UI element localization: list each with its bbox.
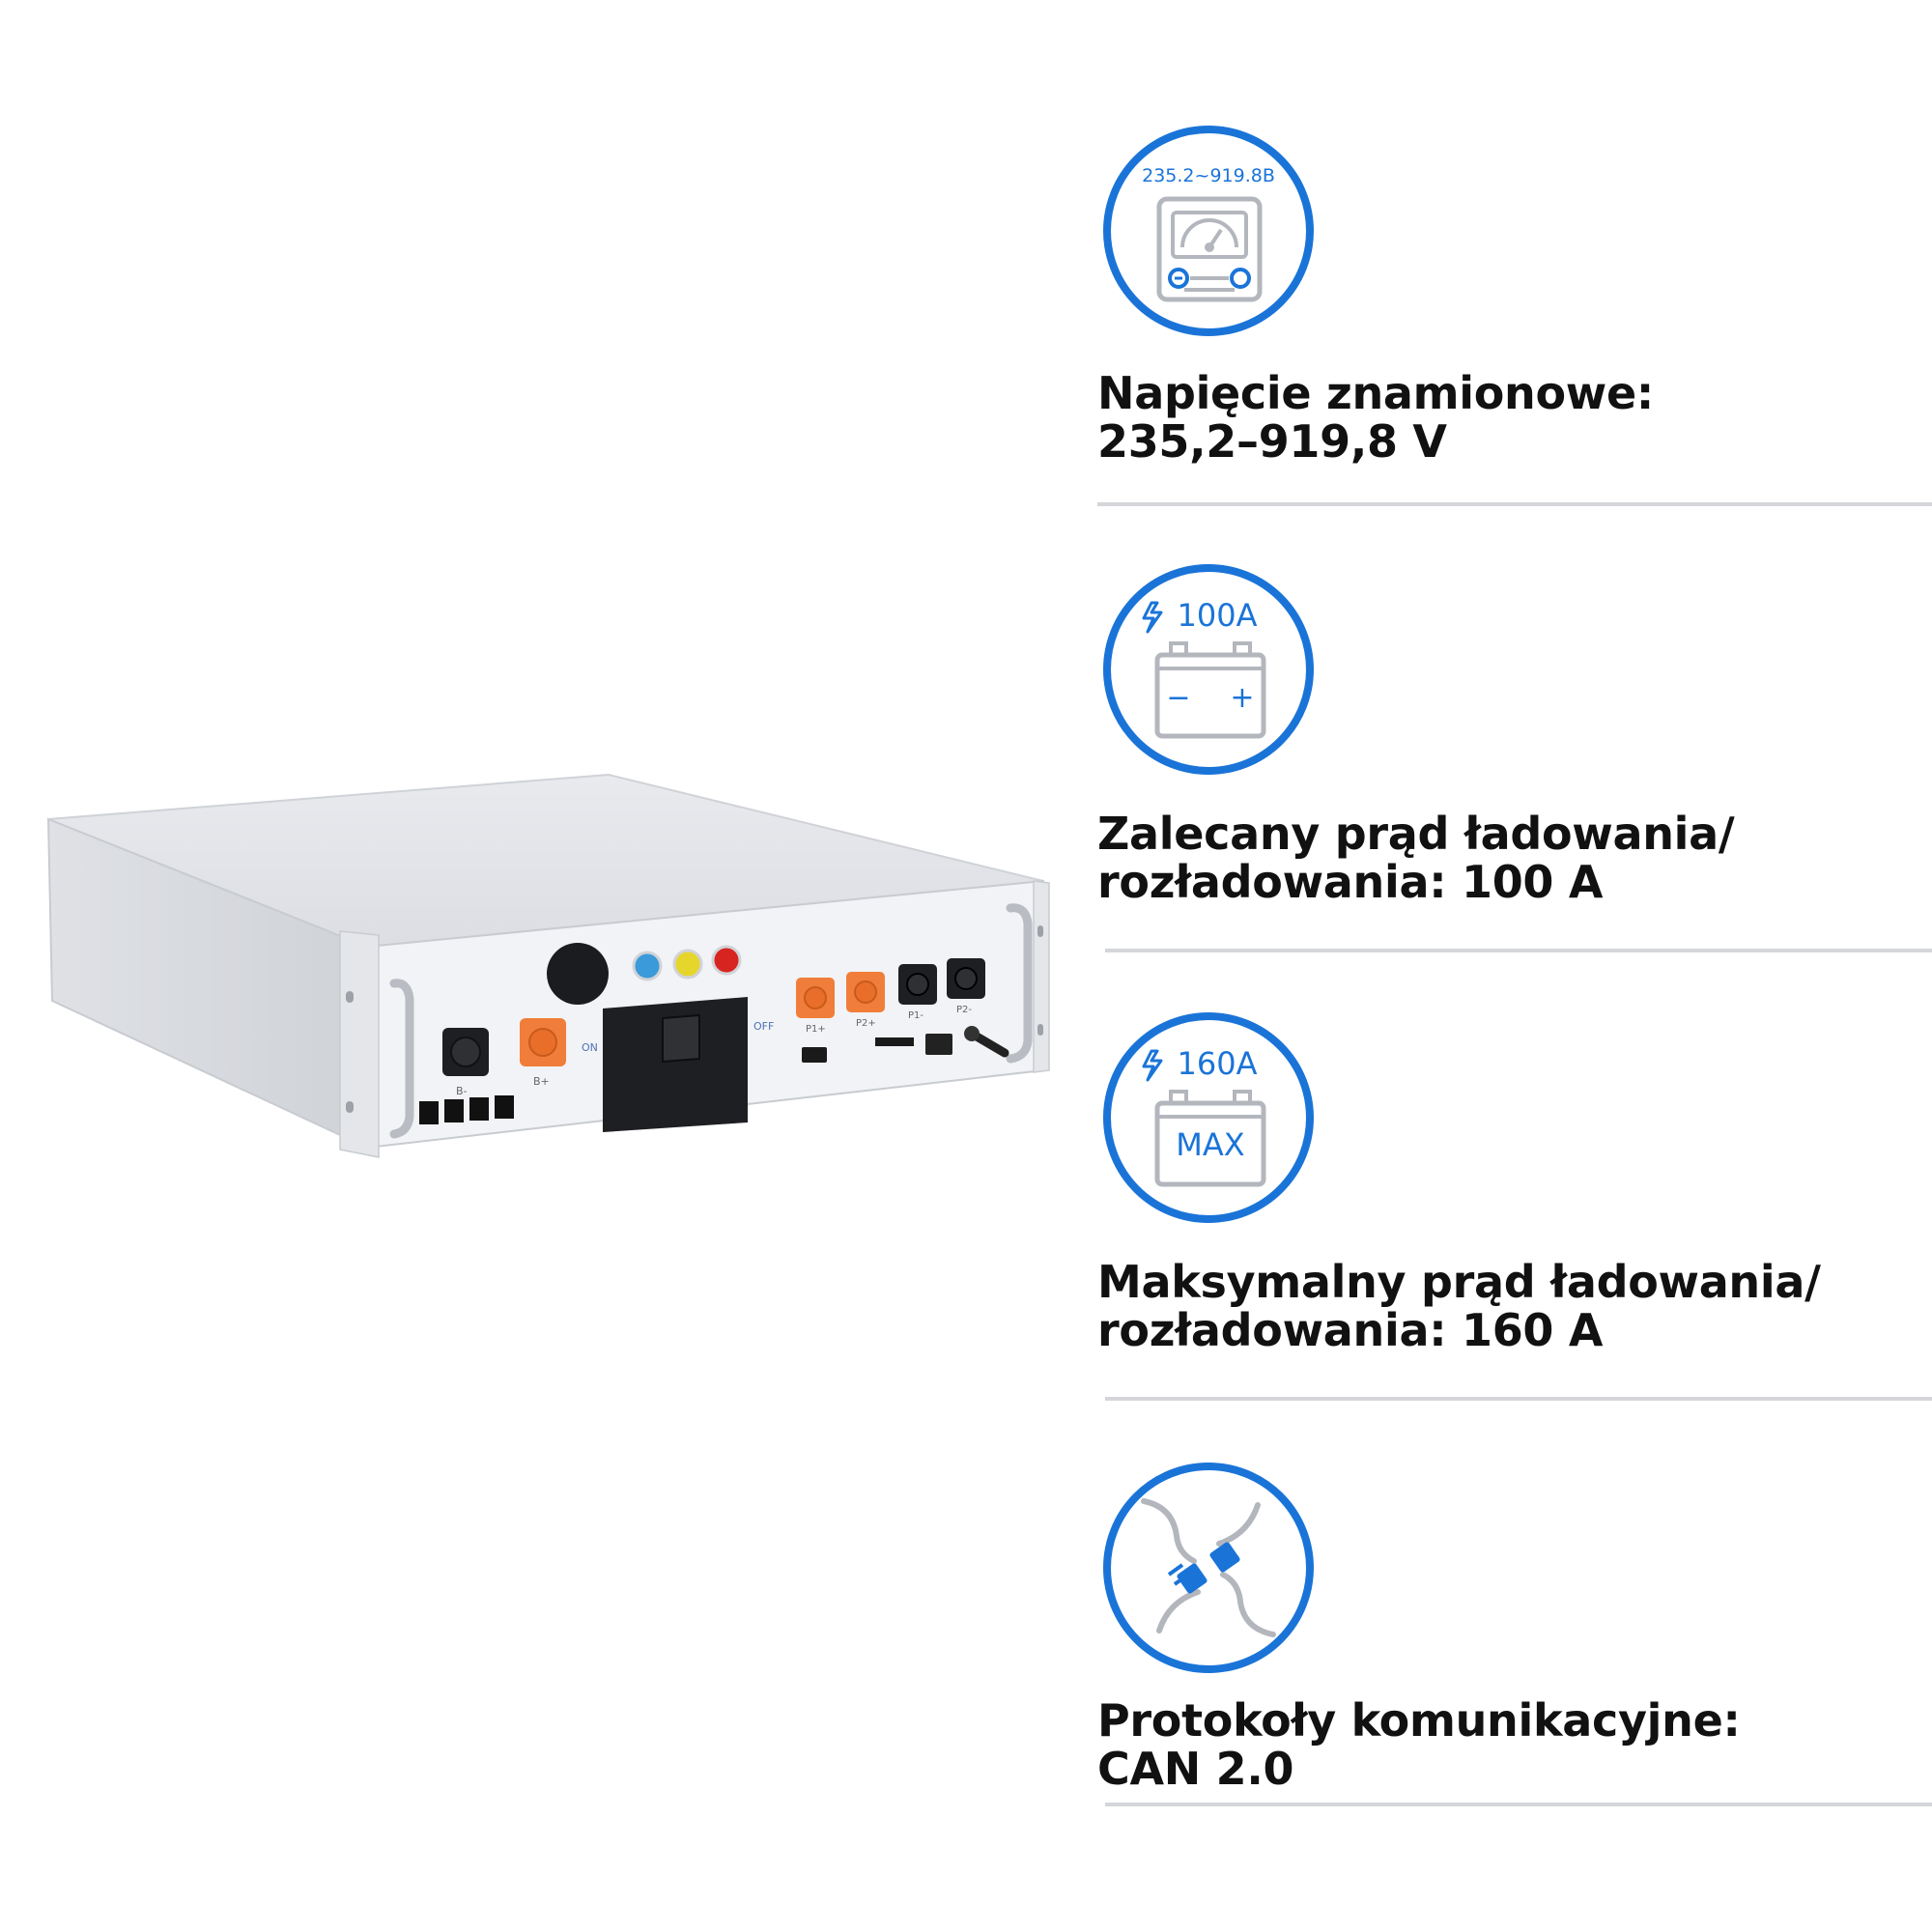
plug-connection-icon (1103, 1463, 1314, 1673)
voltage-label: Napięcie znamionowe: 235,2–919,8 V (1097, 369, 1654, 466)
recommended-current-label: Zalecany prąd ładowania/ rozładowania: 1… (1097, 808, 1735, 908)
voltage-meter-icon: 235.2~919.8B (1103, 126, 1314, 336)
voltage-label-line2: 235,2–919,8 V (1097, 415, 1447, 468)
max-current-line1: Maksymalny prąd ładowania/ (1097, 1256, 1821, 1308)
p1-plus-label: P1+ (806, 1024, 826, 1035)
switch-off-label: OFF (753, 1020, 774, 1033)
voltage-label-line1: Napięcie znamionowe: (1097, 367, 1654, 419)
divider (1105, 1397, 1932, 1401)
p1-minus-label: P1- (908, 1010, 923, 1021)
battery-max-label: MAX (1176, 1126, 1244, 1163)
max-current-label: Maksymalny prąd ładowania/ rozładowania:… (1097, 1258, 1821, 1354)
voltage-badge-text: 235.2~919.8B (1142, 165, 1275, 186)
battery-minus-sign: − (1166, 681, 1190, 715)
feature-recommended-current: 100A − + Zalecany prąd ładowania/ rozład… (1097, 562, 1932, 958)
battery-current-icon: 100A − + (1103, 564, 1314, 775)
p2-plus-label: P2+ (856, 1018, 876, 1029)
protocols-line2: CAN 2.0 (1097, 1743, 1294, 1795)
protocols-label: Protokoły komunikacyjne: CAN 2.0 (1097, 1696, 1741, 1793)
feature-communication-protocols: Protokoły komunikacyjne: CAN 2.0 (1097, 1461, 1932, 1808)
battery-max-current-icon: 160A MAX (1103, 1012, 1314, 1223)
current-badge-text: 100A (1178, 597, 1258, 634)
b-minus-label: B- (456, 1085, 468, 1097)
battery-plus-sign: + (1230, 681, 1254, 715)
protocols-line1: Protokoły komunikacyjne: (1097, 1694, 1741, 1747)
switch-on-label: ON (582, 1041, 598, 1054)
max-current-badge-text: 160A (1178, 1045, 1258, 1082)
divider (1097, 502, 1932, 506)
divider (1105, 1803, 1932, 1806)
feature-nominal-voltage: 235.2~919.8B Napięcie znamionowe: 235,2–… (1097, 124, 1932, 510)
feature-max-current: 160A MAX Maksymalny prąd ładowania/ rozł… (1097, 1010, 1932, 1406)
max-current-line2: rozładowania: 160 A (1097, 1304, 1604, 1356)
b-plus-label: B+ (533, 1075, 550, 1088)
p2-minus-label: P2- (956, 1005, 972, 1015)
recommended-current-line1: Zalecany prąd ładowania/ (1097, 808, 1735, 860)
recommended-current-line2: rozładowania: 100 A (1097, 856, 1604, 908)
battery-module-image: B- B+ ON OFF P1+ P2+ P1- P2- (46, 773, 1050, 1158)
divider (1105, 949, 1932, 952)
